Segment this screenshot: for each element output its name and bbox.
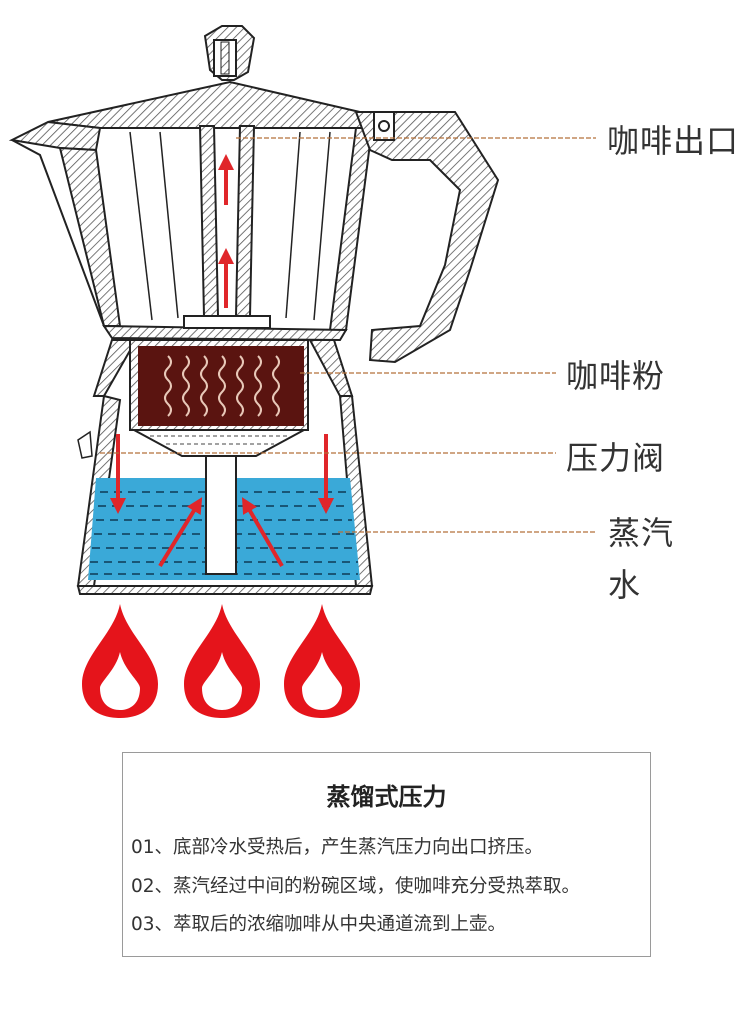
central-tube	[183, 125, 271, 329]
flame-icon	[82, 604, 158, 718]
steam-wave-icon	[164, 355, 280, 417]
label-steam: 蒸汽	[608, 514, 675, 552]
label-pressure-valve: 压力阀	[566, 439, 666, 477]
flame-icon	[284, 604, 360, 718]
diagonal-arrows	[158, 497, 284, 568]
info-title: 蒸馏式压力	[326, 783, 447, 811]
label-coffee-grounds: 咖啡粉	[566, 357, 666, 395]
upper-chamber	[8, 120, 374, 342]
handle	[354, 111, 500, 364]
down-arrow-icon	[110, 434, 334, 514]
flame-icon	[184, 604, 260, 718]
info-line: 03、萃取后的浓缩咖啡从中央通道流到上壶。	[131, 914, 507, 935]
flame-icon	[82, 604, 360, 718]
label-water: 水	[608, 566, 642, 604]
info-line: 01、底部冷水受热后，产生蒸汽压力向出口挤压。	[131, 837, 544, 858]
leader-lines	[100, 137, 596, 533]
info-box: 蒸馏式压力 01、底部冷水受热后，产生蒸汽压力向出口挤压。 02、蒸汽经过中间的…	[122, 752, 651, 957]
label-coffee-outlet: 咖啡出口	[607, 122, 740, 160]
moka-pot-diagram	[8, 25, 596, 718]
lid	[47, 80, 374, 129]
lid-knob	[203, 25, 256, 81]
lower-boiler	[76, 339, 374, 595]
info-line: 02、蒸汽经过中间的粉碗区域，使咖啡充分受热萃取。	[131, 876, 581, 897]
coffee-grounds	[138, 346, 304, 426]
